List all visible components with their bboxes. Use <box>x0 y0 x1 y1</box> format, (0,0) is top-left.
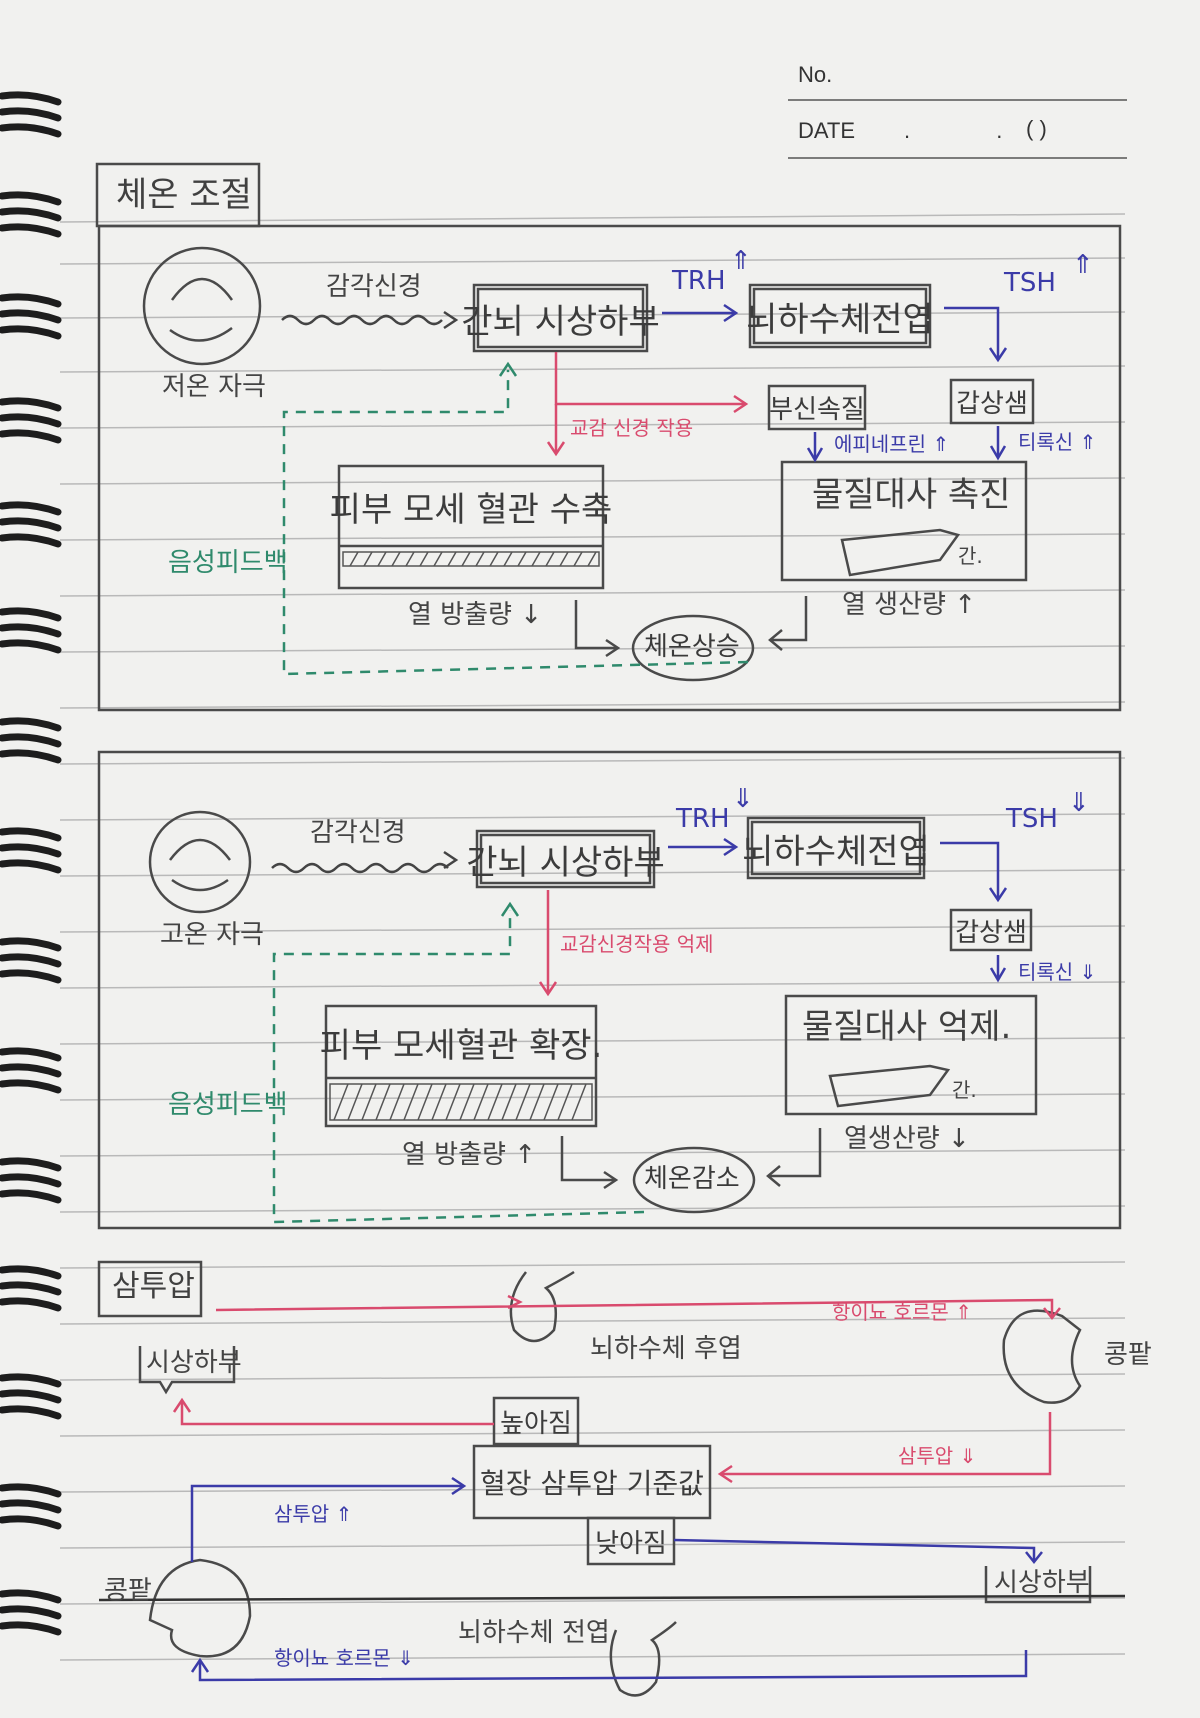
no-label: No. <box>798 62 833 87</box>
section1-tsh-up-icon: ⇑ <box>1072 250 1094 280</box>
section1-pituitary-box: 뇌하수체전엽 <box>746 299 934 340</box>
section1-sensory-nerve: 감각신경 <box>326 272 422 302</box>
section1-trh-up-icon: ⇑ <box>730 246 752 276</box>
section2-pituitary-box: 뇌하수체전엽 <box>742 831 930 872</box>
section2-metabolism-label: 물질대사 억제. <box>802 1007 1012 1047</box>
section1-sympathetic: 교감 신경 작용 <box>570 416 694 440</box>
section2-tsh: TSH <box>1006 804 1058 834</box>
section2-skin-box: 피부 모세혈관 확장. <box>319 1025 603 1066</box>
section3-osm-down: 삼투압 ⇓ <box>898 1444 977 1468</box>
section2-trh-down-icon: ⇓ <box>732 784 754 814</box>
section1-metabolism-label: 물질대사 촉진 <box>812 475 1011 515</box>
section1-tsh: TSH <box>1004 268 1056 298</box>
section2-thyroxine: 티록신 ⇓ <box>1018 960 1097 984</box>
section3-adh-down: 항이뇨 호르몬 ⇓ <box>274 1646 414 1670</box>
section3-kidney-left: 콩팥 <box>104 1576 152 1606</box>
section1-negative-feedback: 음성피드백 <box>168 548 288 578</box>
section3-osm-up: 삼투압 ⇑ <box>274 1502 353 1526</box>
date-dots: . . <box>904 118 1043 143</box>
section3-kidney-right: 콩팥 <box>1104 1340 1152 1370</box>
section1-trh: TRH <box>672 266 726 296</box>
section3-higher-box: 높아짐 <box>500 1408 572 1439</box>
section2-trh: TRH <box>676 804 730 834</box>
section2-tsh-down-icon: ⇓ <box>1068 788 1090 818</box>
section1-heat-loss: 열 방출량 ↓ <box>408 600 542 630</box>
section1-epinephrine: 에피네프린 ⇑ <box>834 432 950 456</box>
section2-stimulus: 고온 자극 <box>160 920 264 950</box>
section1-title: 체온 조절 <box>116 175 252 215</box>
section2-hypothalamus-box: 간뇌 시상하부 <box>466 842 665 883</box>
section1-thyroid-box: 갑상샘 <box>956 389 1028 419</box>
section1-liver-label: 간. <box>958 544 983 568</box>
section2-liver-label: 간. <box>952 1078 977 1102</box>
section2-heat-gen: 열생산량 ↓ <box>844 1124 970 1154</box>
section2-sympathetic: 교감신경작용 억제 <box>560 932 714 956</box>
section1-thyroxine: 티록신 ⇑ <box>1018 430 1097 454</box>
section2-heat-loss: 열 방출량 ↑ <box>402 1140 536 1170</box>
section2-result: 체온감소 <box>644 1164 740 1194</box>
section1-heat-gen: 열 생산량 ↑ <box>842 590 976 620</box>
section3-hypothalamus-right: 시상하부 <box>994 1568 1090 1598</box>
section1-adrenal-box: 부신속질 <box>769 395 865 425</box>
section1-result: 체온상승 <box>644 632 740 662</box>
section2-thyroid-box: 갑상샘 <box>955 917 1027 948</box>
section3-adh-up: 항이뇨 호르몬 ⇑ <box>832 1300 972 1324</box>
section3-lower-box: 낮아짐 <box>595 1528 667 1559</box>
date-label: DATE <box>798 118 856 143</box>
section3-standard-box: 혈장 삼투압 기준값 <box>480 1467 704 1500</box>
section1-stimulus: 저온 자극 <box>162 372 266 402</box>
date-paren: ( ) <box>1026 116 1047 141</box>
section2-negative-feedback: 음성피드백 <box>168 1090 288 1120</box>
section3-title: 삼투압 <box>112 1269 195 1304</box>
section1-hypothalamus-box: 간뇌 시상하부 <box>461 301 660 342</box>
section3-posterior-pituitary: 뇌하수체 후엽 <box>590 1334 742 1364</box>
section3-anterior-pituitary: 뇌하수체 전엽 <box>458 1618 610 1648</box>
section2-sensory-nerve: 감각신경 <box>310 818 406 848</box>
section3-hypothalamus-left: 시상하부 <box>146 1348 242 1378</box>
section1-skin-box: 피부 모세 혈관 수축 <box>329 489 613 530</box>
